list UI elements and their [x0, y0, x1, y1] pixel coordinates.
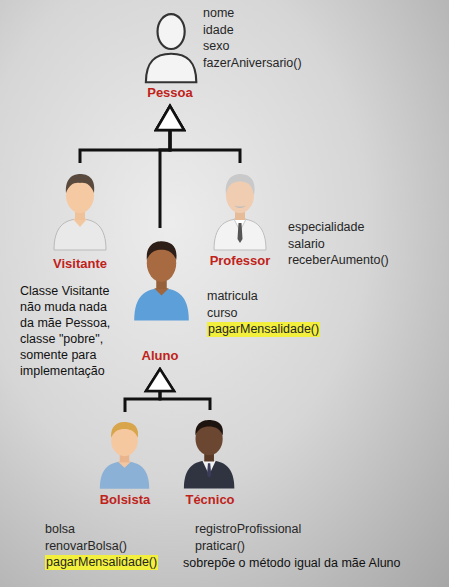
class-member: renovarBolsa(): [45, 539, 127, 554]
class-member: registroProfissional: [195, 522, 301, 537]
icon-collar: [154, 288, 169, 295]
class-member: pagarMensalidade(): [45, 555, 158, 570]
connector-line: [170, 130, 240, 163]
class-member: bolsa: [45, 522, 75, 537]
class-name: Bolsista: [100, 492, 151, 507]
icon-tie: [238, 223, 243, 243]
icon-collar: [73, 219, 87, 227]
class-member: curso: [207, 306, 238, 321]
class-node: Técnico registroProfissional praticar(): [178, 410, 306, 556]
inheritance-connector: [156, 106, 240, 163]
inheritance-arrowhead: [156, 106, 184, 130]
class-name: Pessoa: [147, 85, 193, 100]
inheritance-arrowhead: [146, 369, 174, 391]
inheritance-arrowhead: [156, 106, 184, 130]
connector-line: [125, 391, 160, 412]
connector-line: [80, 130, 170, 163]
icon-hair: [195, 420, 223, 435]
icon-collar: [118, 462, 131, 468]
icon-hair: [66, 174, 94, 193]
connector-line: [160, 391, 210, 410]
icon-tie: [207, 463, 211, 477]
person-outline-icon: [146, 14, 196, 82]
professor-icon: [214, 174, 266, 250]
annotation-note: Classe Visitante não muda nada da mãe Pe…: [20, 283, 124, 379]
inheritance-arrowhead: [156, 106, 184, 130]
icon-hair: [111, 422, 138, 438]
class-member: matricula: [207, 289, 258, 304]
class-member: idade: [203, 23, 234, 38]
icon-body: [214, 219, 266, 250]
class-member: especialidade: [288, 220, 364, 235]
icon-body: [184, 461, 234, 489]
class-member: praticar(): [195, 539, 245, 554]
icon-body: [146, 54, 196, 83]
icon-body: [100, 462, 149, 489]
inheritance-connector: [146, 369, 210, 410]
class-name: Aluno: [142, 348, 179, 363]
icon-hair: [226, 174, 255, 195]
class-node: Bolsista bolsa renovarBolsa()pagarMensalid…: [42, 412, 163, 574]
icon-body: [54, 219, 106, 250]
class-member: pagarMensalidade(): [207, 322, 320, 337]
inheritance-connector: [156, 106, 184, 228]
icon-moustache: [234, 205, 246, 208]
class-node: Aluno matricula cursopagarMensalidade(): [126, 228, 325, 366]
annotation-note: sobrepõe o método igual da mãe Aluno: [183, 555, 401, 571]
student-icon: [134, 241, 189, 320]
visitor-icon: [54, 174, 106, 250]
inheritance-arrowhead: [146, 369, 174, 391]
class-node: Visitante: [45, 163, 111, 273]
inheritance-connector: [80, 106, 184, 163]
icon-hair: [147, 241, 177, 260]
class-node: Professor especialidade salarioreceberAume…: [205, 163, 393, 273]
class-name: Professor: [210, 253, 271, 268]
class-member: receberAumento(): [288, 253, 389, 268]
class-name: Técnico: [185, 492, 234, 507]
class-member: fazerAniversario(): [203, 56, 302, 71]
class-member: nome: [203, 6, 234, 21]
icon-body: [134, 288, 189, 320]
technician-icon: [184, 420, 234, 488]
inheritance-connector: [125, 369, 174, 412]
class-member: sexo: [203, 39, 229, 54]
class-node: Pessoa nome idadesexo fazerAniversario(): [135, 3, 306, 103]
class-name: Visitante: [53, 256, 107, 271]
scholarship-student-icon: [100, 422, 149, 489]
icon-head: [158, 14, 185, 49]
class-member: salario: [288, 237, 325, 252]
